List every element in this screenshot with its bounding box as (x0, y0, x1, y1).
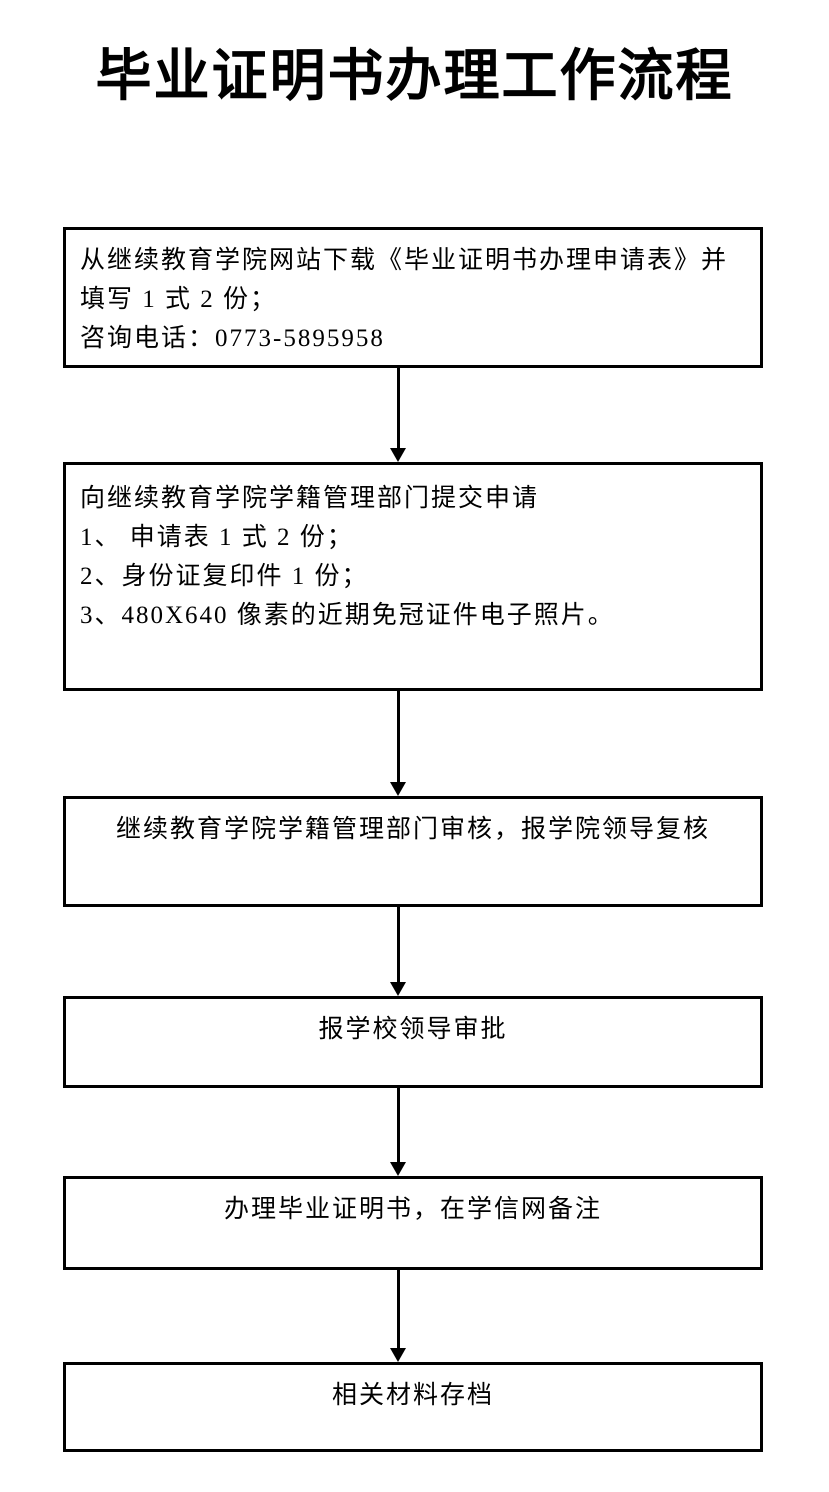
step-text-line: 办理毕业证明书，在学信网备注 (223, 1196, 602, 1223)
step-text-line: 2、身份证复印件 1 份； (80, 563, 369, 590)
arrow-down-icon (390, 1088, 406, 1176)
page-title: 毕业证明书办理工作流程 (95, 44, 734, 107)
step-text-line: 3、480X640 像素的近期免冠证件电子照片。 (80, 602, 615, 629)
arrow-down-icon (390, 368, 406, 462)
flow-step-submit-application: 向继续教育学院学籍管理部门提交申请 1、 申请表 1 式 2 份； 2、身份证复… (63, 462, 763, 691)
arrow-shaft (396, 1270, 400, 1348)
flow-step-school-approval: 报学校领导审批 (63, 996, 763, 1088)
step-text-line: 咨询电话：0773-5895958 (80, 325, 385, 352)
step-text-line: 报学校领导审批 (318, 1016, 508, 1043)
arrow-shaft (396, 368, 400, 448)
step-text-line: 1、 申请表 1 式 2 份； (80, 524, 354, 551)
arrow-shaft (396, 1088, 400, 1162)
step-text-line: 相关材料存档 (331, 1382, 494, 1409)
arrow-head (390, 1348, 406, 1362)
arrow-down-icon (390, 1270, 406, 1362)
step-text-line: 向继续教育学院学籍管理部门提交申请 (80, 485, 540, 512)
flow-step-download-form: 从继续教育学院网站下载《毕业证明书办理申请表》并 填写 1 式 2 份； 咨询电… (63, 227, 763, 368)
arrow-head (390, 982, 406, 996)
arrow-down-icon (390, 907, 406, 996)
step-text-line: 填写 1 式 2 份； (80, 286, 278, 313)
flow-step-college-review: 继续教育学院学籍管理部门审核，报学院领导复核 (63, 796, 763, 907)
flow-step-issue-certificate: 办理毕业证明书，在学信网备注 (63, 1176, 763, 1270)
flow-step-archive-materials: 相关材料存档 (63, 1362, 763, 1452)
arrow-head (390, 448, 406, 462)
step-text-line: 从继续教育学院网站下载《毕业证明书办理申请表》并 (80, 247, 729, 274)
arrow-shaft (396, 691, 400, 782)
step-text-line: 继续教育学院学籍管理部门审核，报学院领导复核 (115, 816, 710, 843)
arrow-head (390, 1162, 406, 1176)
arrow-shaft (396, 907, 400, 982)
arrow-head (390, 782, 406, 796)
arrow-down-icon (390, 691, 406, 796)
